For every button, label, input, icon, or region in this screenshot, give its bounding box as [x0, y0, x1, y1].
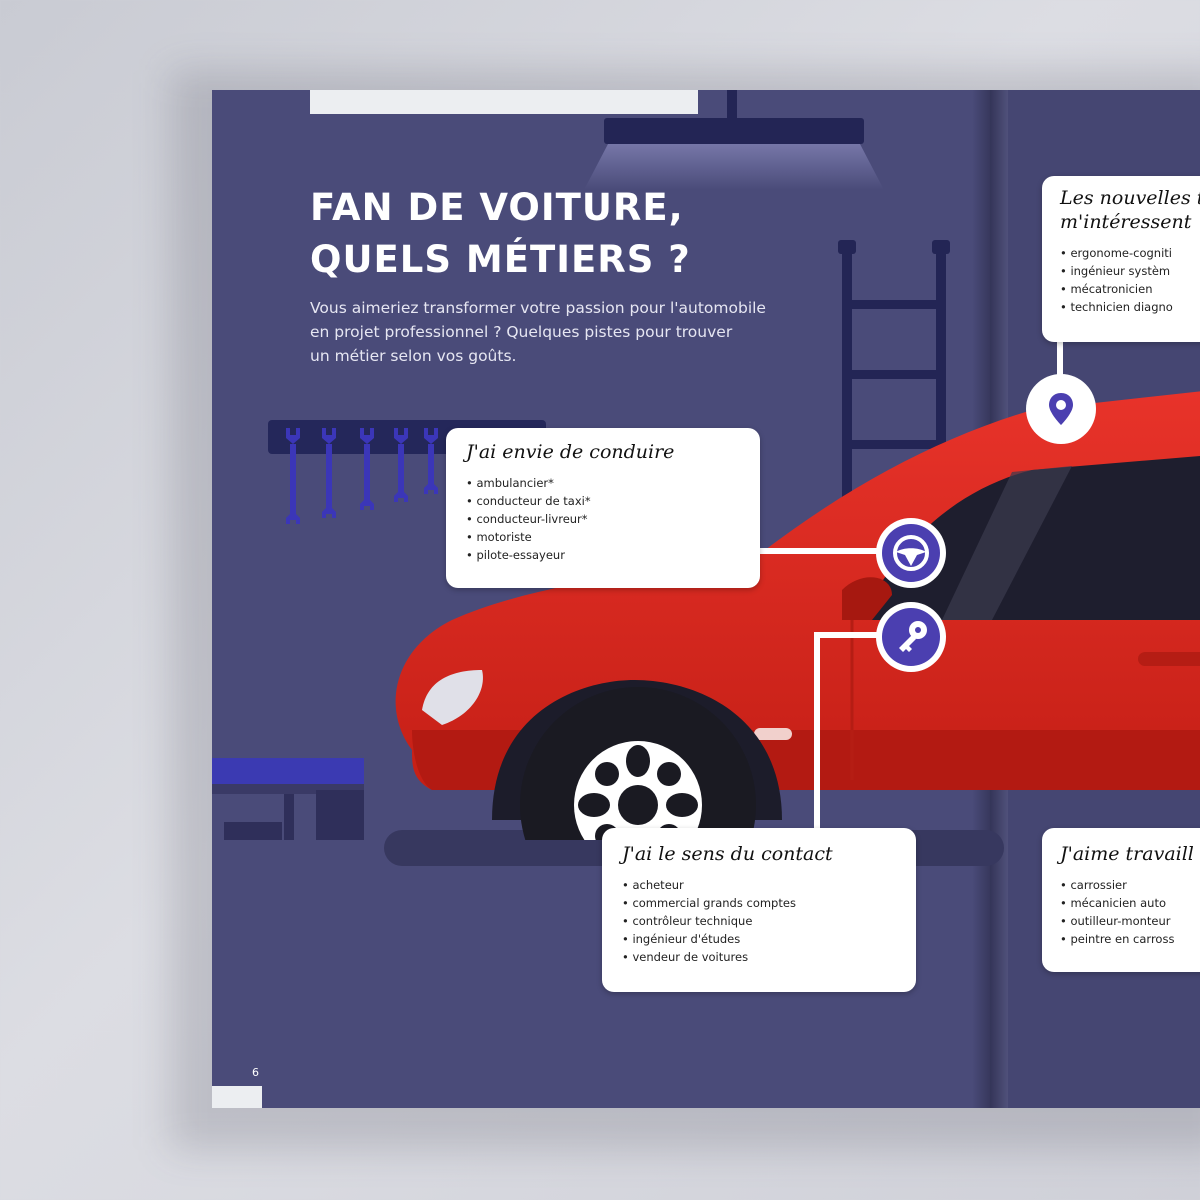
card-nouvelles: Les nouvelles te m'intéressent ergonome-…: [1042, 176, 1200, 342]
page-title-line-1: FAN DE VOITURE,: [310, 186, 684, 229]
card-travailler-list: carrossier mécanicien auto outilleur-mon…: [1060, 876, 1200, 948]
intro-line-3: un métier selon vos goûts.: [310, 347, 517, 365]
list-item: motoriste: [466, 528, 740, 546]
steering-wheel-pin: [876, 518, 946, 588]
lamp-light-beam: [584, 144, 884, 190]
card-travailler: J'aime travaill carrossier mécanicien au…: [1042, 828, 1200, 972]
list-item: ingénieur systèm: [1060, 262, 1200, 280]
steering-wheel-icon: [893, 535, 929, 571]
list-item: ambulancier*: [466, 474, 740, 492]
key-icon: [899, 621, 927, 652]
card-nouvelles-title-line-1: Les nouvelles te: [1060, 187, 1200, 209]
card-nouvelles-title: Les nouvelles te m'intéressent: [1060, 186, 1200, 234]
intro-paragraph: Vous aimeriez transformer votre passion …: [310, 296, 870, 368]
list-item: mécanicien auto: [1060, 894, 1200, 912]
workbench-cabinet: [316, 790, 364, 840]
list-item: pilote-essayeur: [466, 546, 740, 564]
workbench-box: [224, 822, 282, 840]
wrench-icon: [394, 428, 408, 502]
wrench-icon: [424, 428, 438, 494]
location-pin-icon: [1049, 393, 1073, 425]
list-item: conducteur de taxi*: [466, 492, 740, 510]
lamp-rod: [727, 90, 737, 120]
card-travailler-title: J'aime travaill: [1060, 843, 1194, 865]
list-item: ergonome-cogniti: [1060, 244, 1200, 262]
key-pin: [876, 602, 946, 672]
list-item: peintre en carross: [1060, 930, 1200, 948]
workbench-leg: [284, 794, 294, 840]
list-item: conducteur-livreur*: [466, 510, 740, 528]
list-item: carrossier: [1060, 876, 1200, 894]
connector-line-contact-v: [814, 632, 820, 842]
page-corner-tab: [212, 1086, 262, 1108]
card-nouvelles-title-line-2: m'intéressent: [1060, 211, 1192, 233]
list-item: contrôleur technique: [622, 912, 896, 930]
card-contact: J'ai le sens du contact acheteur commerc…: [602, 828, 916, 992]
wrench-icon: [286, 428, 300, 524]
workbench-top: [212, 758, 364, 784]
red-car-illustration: [395, 391, 1200, 840]
wrench-icon: [322, 428, 336, 518]
connector-line-contact-h: [818, 632, 878, 638]
card-contact-list: acheteur commercial grands comptes contr…: [622, 876, 896, 966]
ceiling-lamp: [604, 118, 864, 144]
page-title: FAN DE VOITURE, QUELS MÉTIERS ?: [310, 182, 770, 286]
wrench-icon: [360, 428, 374, 510]
connector-line-conduire: [758, 548, 878, 554]
location-pin: [1026, 374, 1096, 444]
page-number: 6: [252, 1066, 259, 1079]
card-conduire-title: J'ai envie de conduire: [466, 441, 675, 463]
card-nouvelles-list: ergonome-cogniti ingénieur systèm mécatr…: [1060, 244, 1200, 316]
list-item: outilleur-monteur: [1060, 912, 1200, 930]
list-item: mécatronicien: [1060, 280, 1200, 298]
top-accent-bar: [310, 90, 698, 114]
card-contact-title: J'ai le sens du contact: [622, 843, 833, 865]
workbench-rail: [212, 784, 364, 794]
list-item: commercial grands comptes: [622, 894, 896, 912]
card-conduire: J'ai envie de conduire ambulancier* cond…: [446, 428, 760, 588]
brochure-spread: FAN DE VOITURE, QUELS MÉTIERS ? Vous aim…: [212, 90, 1200, 1108]
list-item: vendeur de voitures: [622, 948, 896, 966]
list-item: technicien diagno: [1060, 298, 1200, 316]
page-title-line-2: QUELS MÉTIERS ?: [310, 238, 691, 281]
list-item: ingénieur d'études: [622, 930, 896, 948]
card-conduire-list: ambulancier* conducteur de taxi* conduct…: [466, 474, 740, 564]
connector-line-nouvelles: [1057, 342, 1063, 382]
intro-line-1: Vous aimeriez transformer votre passion …: [310, 299, 766, 317]
list-item: acheteur: [622, 876, 896, 894]
intro-line-2: en projet professionnel ? Quelques piste…: [310, 323, 733, 341]
